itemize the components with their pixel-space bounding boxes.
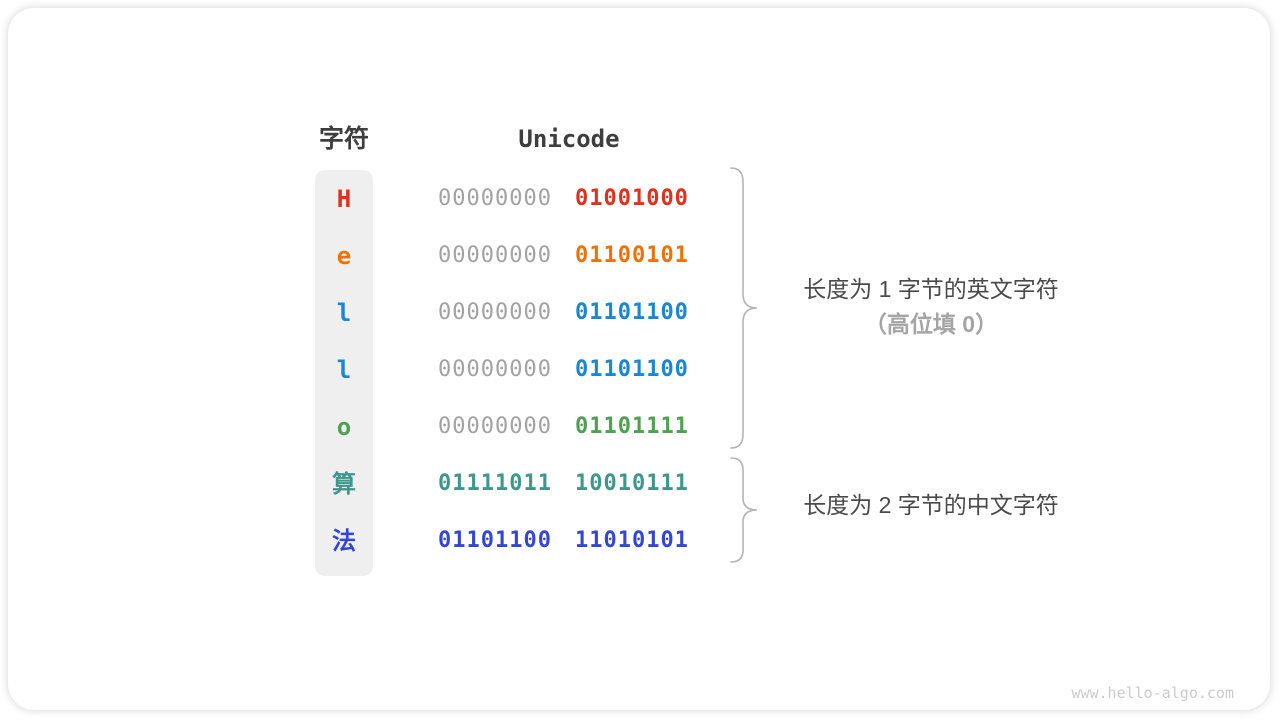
unicode-cell: 00000000 01101100 — [438, 355, 689, 385]
unicode-cell: 00000000 01101100 — [438, 298, 689, 328]
unicode-cell: 01101100 11010101 — [438, 526, 689, 556]
brace-chinese-group — [730, 457, 758, 563]
byte-high: 01111011 — [438, 471, 552, 496]
char-cell: 算 — [332, 470, 356, 498]
char-cell: 法 — [332, 527, 356, 555]
char-cell: H — [336, 185, 352, 213]
unicode-cell: 00000000 01100101 — [438, 241, 689, 271]
note-chinese-chars: 长度为 2 字节的中文字符 — [776, 490, 1086, 520]
byte-low: 10010111 — [574, 471, 689, 496]
char-column-background — [315, 170, 373, 576]
byte-high: 00000000 — [438, 300, 552, 325]
byte-low: 01001000 — [574, 186, 689, 211]
byte-high: 00000000 — [438, 243, 552, 268]
watermark-url: www.hello-algo.com — [1071, 684, 1234, 702]
unicode-cell: 00000000 01001000 — [438, 184, 689, 214]
unicode-cell: 01111011 10010111 — [438, 469, 689, 499]
note-chinese-line1: 长度为 2 字节的中文字符 — [803, 492, 1059, 518]
table-row: 法 01101100 11010101 — [8, 526, 1270, 556]
table-row: o 00000000 01101111 — [8, 412, 1270, 442]
diagram-card: 字符 Unicode H 00000000 01001000 e 00000000… — [8, 8, 1270, 710]
byte-low: 01101100 — [574, 357, 689, 382]
byte-low: 01101100 — [574, 300, 689, 325]
table-row: l 00000000 01101100 — [8, 355, 1270, 385]
note-english-line1: 长度为 1 字节的英文字符 — [803, 276, 1059, 302]
char-cell: l — [336, 299, 352, 327]
column-header-unicode: Unicode — [518, 125, 620, 153]
table-row: e 00000000 01100101 — [8, 241, 1270, 271]
byte-high: 00000000 — [438, 186, 552, 211]
column-header-char: 字符 — [318, 125, 369, 153]
table-row: 算 01111011 10010111 — [8, 469, 1270, 499]
byte-high: 00000000 — [438, 357, 552, 382]
note-english-chars: 长度为 1 字节的英文字符 （高位填 0） — [776, 274, 1086, 339]
char-cell: e — [336, 242, 352, 270]
note-english-line2: （高位填 0） — [863, 311, 999, 337]
byte-low: 01100101 — [574, 243, 689, 268]
byte-high: 01101100 — [438, 528, 552, 553]
brace-english-group — [730, 167, 758, 449]
byte-low: 01101111 — [574, 414, 689, 439]
byte-low: 11010101 — [574, 528, 689, 553]
unicode-cell: 00000000 01101111 — [438, 412, 689, 442]
table-row: l 00000000 01101100 — [8, 298, 1270, 328]
char-cell: o — [336, 413, 352, 441]
byte-high: 00000000 — [438, 414, 552, 439]
char-cell: l — [336, 356, 352, 384]
table-row: H 00000000 01001000 — [8, 184, 1270, 214]
